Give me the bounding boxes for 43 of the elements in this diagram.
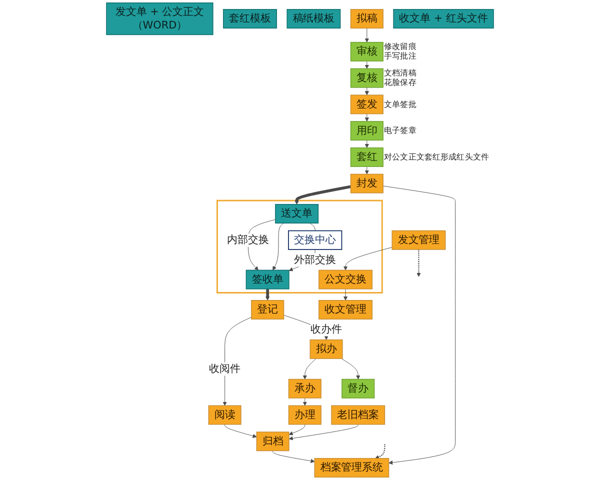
node-label: 对公文正文套红形成红头文件 bbox=[384, 152, 490, 162]
edge-label: 内部交换 bbox=[227, 234, 270, 246]
node-label: 文档清稿 bbox=[384, 68, 416, 78]
node-box: 督办 bbox=[342, 378, 375, 398]
node-box: 阅读 bbox=[208, 405, 242, 425]
node-box: 套红 bbox=[350, 147, 384, 167]
cluster bbox=[216, 200, 383, 294]
node-box: 老旧档案 bbox=[331, 405, 386, 425]
node-box: 套红模板 bbox=[223, 9, 277, 29]
node-box: 登记 bbox=[251, 300, 284, 320]
node-box: 办理 bbox=[288, 405, 322, 425]
edge-label: 收办件 bbox=[310, 323, 342, 336]
node-box: 审核 bbox=[350, 42, 384, 62]
arrow bbox=[266, 288, 270, 301]
edge-label: 外部交换 bbox=[294, 254, 336, 266]
node-box: 承办 bbox=[288, 378, 322, 398]
node-box: 封发 bbox=[350, 174, 384, 194]
node-box: 复核 bbox=[350, 68, 384, 88]
node-box: 签发 bbox=[350, 94, 384, 114]
edge-label: 收阅件 bbox=[209, 362, 240, 375]
node-box: 稿纸模板 bbox=[286, 9, 341, 29]
arrow bbox=[375, 444, 386, 459]
node-box: 送文单 bbox=[275, 204, 319, 224]
node-box: 档案管理系统 bbox=[314, 458, 390, 478]
node-box: 收文单 + 红头文件 bbox=[393, 9, 494, 29]
node-box: 拟办 bbox=[310, 339, 343, 359]
node-box: 发文单 + 公文正文（WORD） bbox=[106, 2, 214, 36]
node-box: 收文管理 bbox=[318, 300, 372, 320]
node-box: 拟稿 bbox=[350, 9, 384, 29]
node-box: 公文交换 bbox=[318, 270, 372, 290]
node-box: 归档 bbox=[256, 432, 290, 452]
node-box: 发文管理 bbox=[392, 230, 446, 250]
node-label: 修改留痕 bbox=[384, 42, 416, 52]
node-box: 签收单 bbox=[246, 270, 290, 290]
node-label: 文单签批 bbox=[384, 100, 416, 110]
arrow bbox=[294, 185, 352, 205]
node-label: 电子签章 bbox=[384, 126, 416, 136]
node-label: 花脸保存 bbox=[384, 78, 416, 88]
arrow bbox=[416, 250, 421, 277]
node-box: 交换中心 bbox=[288, 230, 342, 250]
connector bbox=[310, 222, 316, 231]
node-box: 用印 bbox=[350, 121, 384, 141]
node-label: 手写批注 bbox=[384, 52, 416, 62]
